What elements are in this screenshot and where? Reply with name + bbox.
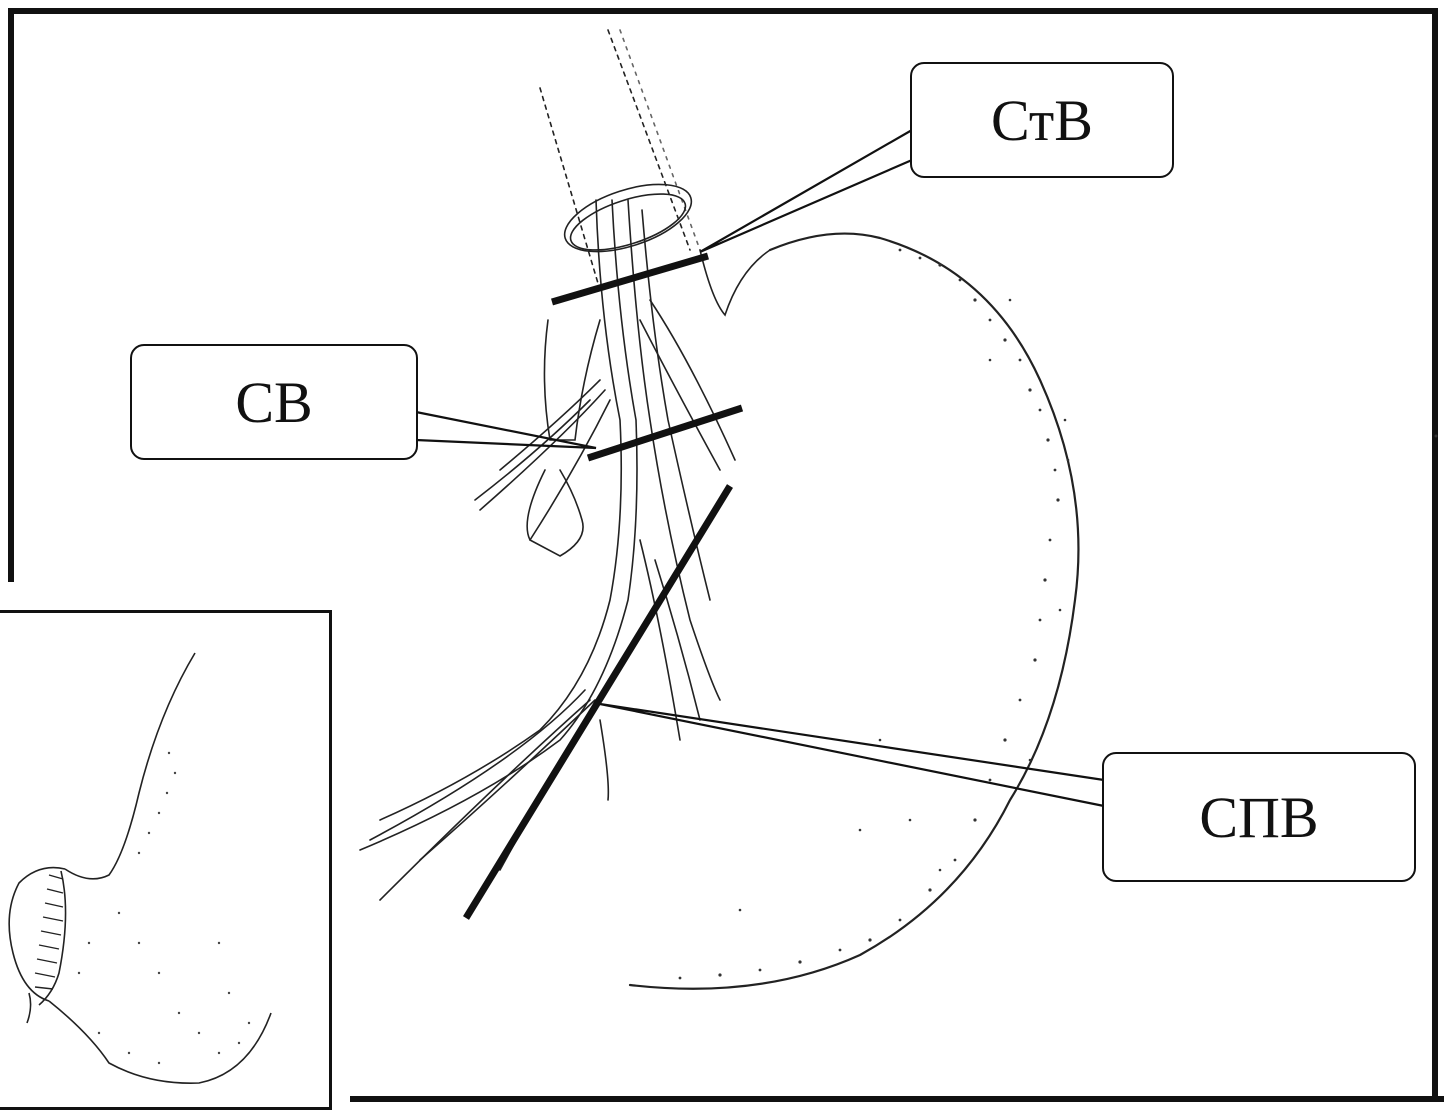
stv-label-box: СтВ (910, 62, 1174, 178)
spv-cut-line (466, 486, 730, 918)
sv-label-box: СВ (130, 344, 418, 460)
spv-label: СПВ (1199, 784, 1318, 851)
cut-lines (466, 256, 742, 918)
callout-pointers (416, 130, 1104, 806)
inset-stomach-outline (9, 653, 271, 1083)
inset-stippling (78, 752, 250, 1064)
spv-pointer (600, 704, 1104, 806)
spv-label-box: СПВ (1102, 752, 1416, 882)
sv-pointer (416, 412, 596, 448)
inset-stomach-drawing (0, 613, 335, 1113)
sv-cut-line (588, 408, 742, 458)
inset-pyloroplasty-figure (0, 610, 332, 1110)
stv-label: СтВ (991, 87, 1093, 154)
stv-cut-line (552, 256, 708, 302)
sv-label: СВ (235, 369, 312, 436)
stv-pointer (700, 130, 912, 252)
